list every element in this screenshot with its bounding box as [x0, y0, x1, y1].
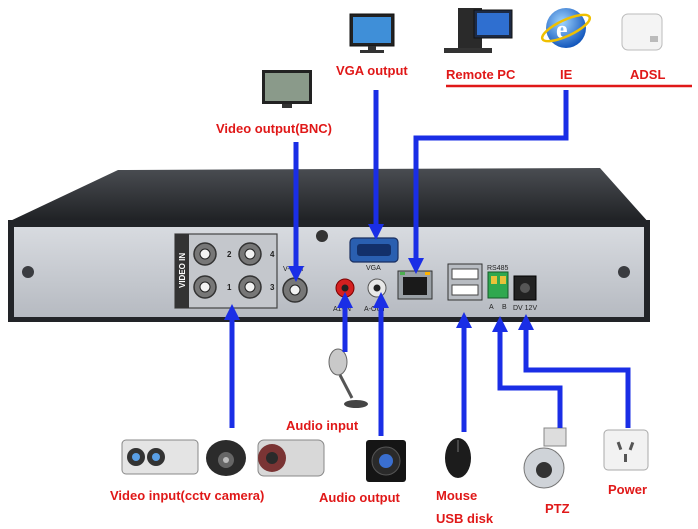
bnc-input-icon [238, 275, 262, 299]
usb-disk-label: USB disk [436, 511, 494, 526]
a-out-label: A-OUT [364, 306, 387, 313]
ptz-arrow [491, 315, 563, 428]
speaker-icon [366, 440, 406, 482]
channel-4-label: 4 [270, 250, 275, 259]
bnc-input-icon [193, 275, 217, 299]
rs485-b-label: B [502, 304, 507, 311]
video-in-label: VIDEO IN [178, 253, 187, 288]
channel-2-label: 2 [227, 250, 232, 259]
usb-ports-icon [447, 263, 483, 301]
rs485-terminal-icon [487, 271, 509, 299]
dvr-unit [8, 168, 650, 322]
dome-camera-icon [206, 440, 246, 476]
right-screw-icon [618, 266, 630, 278]
mouse-label: Mouse [436, 488, 477, 503]
video-monitor-icon [262, 70, 312, 108]
audio-in-jack-icon [335, 278, 355, 298]
audio-output-label: Audio output [319, 490, 401, 505]
network-arrow [407, 90, 569, 275]
channel-3-label: 3 [270, 283, 275, 292]
ir-camera-icon [257, 439, 325, 477]
dv12v-label: DV 12V [513, 305, 537, 312]
remote-pc-icon [444, 8, 513, 53]
audio-input-label: Audio input [286, 418, 359, 433]
ethernet-port-icon [397, 270, 433, 300]
adsl-modem-icon [621, 13, 663, 51]
adsl-label: ADSL [630, 67, 665, 82]
ie-icon: e [540, 8, 592, 48]
video-output-bnc-label: Video output(BNC) [216, 121, 332, 136]
video-input-label: Video input(cctv camera) [110, 488, 264, 503]
ptz-label: PTZ [545, 501, 570, 516]
ptz-camera-icon [523, 427, 567, 489]
ground-screw-icon [316, 230, 328, 242]
vga-output-label: VGA output [336, 63, 408, 78]
ie-label: IE [560, 67, 573, 82]
vga-port-icon [349, 237, 399, 263]
power-arrow [517, 313, 631, 428]
audio-out-jack-icon [367, 278, 387, 298]
vga-monitor-icon [349, 13, 395, 53]
video-in-block: VIDEO IN 2 4 1 3 [174, 233, 278, 309]
mouse-icon [445, 438, 471, 478]
rs485-label: RS485 [487, 265, 509, 272]
power-outlet-icon [603, 429, 649, 471]
bnc-output-icon [282, 277, 308, 303]
channel-1-label: 1 [227, 283, 232, 292]
dc-jack-icon [513, 275, 537, 301]
rs485-a-label: A [489, 304, 494, 311]
microphone-icon [328, 348, 368, 408]
left-screw-icon [22, 266, 34, 278]
connection-arrows [223, 90, 631, 436]
bnc-input-icon [238, 242, 262, 266]
remote-pc-label: Remote PC [446, 67, 516, 82]
vga-label: VGA [366, 265, 381, 272]
power-label: Power [608, 482, 647, 497]
a1-in-label: A1-IN [333, 306, 351, 313]
svg-text:e: e [556, 15, 568, 44]
bullet-camera-icon [121, 439, 199, 475]
bnc-input-icon [193, 242, 217, 266]
